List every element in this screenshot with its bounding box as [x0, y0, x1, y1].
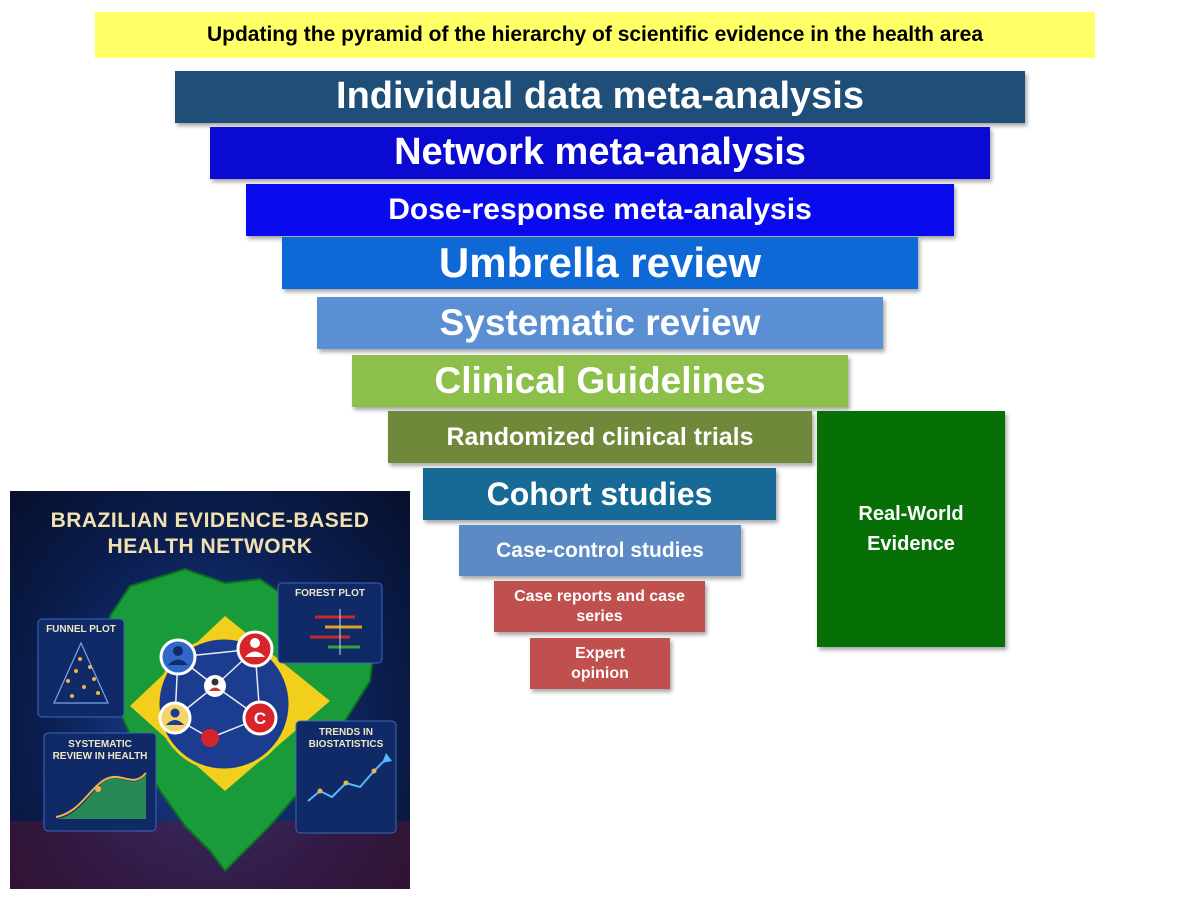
network-poster-image: C BRAZILIAN EVIDENC: [10, 491, 410, 889]
systematic-line2: REVIEW IN HEALTH: [52, 750, 148, 762]
trends-line1: TRENDS IN: [319, 727, 373, 738]
poster-title-line1: BRAZILIAN EVIDENCE-BASED: [50, 509, 370, 532]
tier-case-control-studies: Case-control studies: [459, 525, 741, 576]
tier-label: Case reports and case series: [514, 588, 685, 625]
network-node-letter: [242, 700, 278, 736]
tier-expert-opinion: Expert opinion: [530, 638, 670, 689]
forest-plot-card: [277, 582, 383, 664]
tier-individual-data-meta-analysis: Individual data meta-analysis: [175, 71, 1025, 123]
tier-case-reports-and-case-series: Case reports and case series: [494, 581, 705, 632]
tier-randomized-clinical-trials: Randomized clinical trials: [388, 411, 812, 463]
tier-label: Umbrella review: [438, 238, 762, 286]
network-node-letter-text: C: [254, 709, 266, 728]
tier-label: Case-control studies: [496, 538, 704, 562]
tier-umbrella-review: Umbrella review: [282, 237, 918, 289]
tier-label: Individual data meta-analysis: [336, 75, 864, 118]
tier-label: Systematic review: [439, 301, 761, 343]
tier-cohort-studies: Cohort studies: [423, 468, 776, 520]
network-node-user-left: [158, 701, 192, 735]
poster-title: BRAZILIAN EVIDENCE-BASED HEALTH NETWORK: [10, 509, 410, 559]
tier-label: Cohort studies: [486, 475, 713, 512]
rwe-line1: Real-World: [858, 503, 964, 525]
poster-title-line2: HEALTH NETWORK: [107, 535, 313, 558]
real-world-evidence-box: Real-World Evidence: [817, 411, 1005, 647]
trends-label: TRENDS IN BIOSTATISTICS: [296, 727, 396, 750]
systematic-review-label: SYSTEMATIC REVIEW IN HEALTH: [44, 739, 156, 762]
network-node-user: [159, 638, 197, 676]
funnel-plot-label: FUNNEL PLOT: [46, 624, 116, 635]
trends-line2: BIOSTATISTICS: [308, 738, 384, 750]
tier-label: Network meta-analysis: [394, 131, 806, 174]
forest-plot-label: FOREST PLOT: [295, 588, 365, 599]
network-node-user-red: [236, 630, 274, 668]
tier-label: Clinical Guidelines: [434, 359, 766, 401]
tier-network-meta-analysis: Network meta-analysis: [210, 127, 990, 179]
tier-label: Dose-response meta-analysis: [388, 193, 812, 226]
tier-clinical-guidelines: Clinical Guidelines: [352, 355, 848, 407]
poster-artwork: C: [10, 491, 410, 889]
page-title: Updating the pyramid of the hierarchy of…: [95, 12, 1095, 58]
tier-systematic-review: Systematic review: [317, 297, 883, 349]
rwe-line2: Evidence: [867, 533, 955, 555]
funnel-plot-card: [37, 618, 125, 718]
trends-card: [295, 720, 397, 834]
network-node-center: [204, 675, 226, 697]
network-node-small: [201, 729, 219, 747]
tier-label: Randomized clinical trials: [446, 423, 754, 451]
tier-dose-response-meta-analysis: Dose-response meta-analysis: [246, 184, 954, 236]
systematic-line1: SYSTEMATIC: [68, 739, 132, 750]
tier-label: Expert opinion: [571, 645, 629, 682]
page-title-text: Updating the pyramid of the hierarchy of…: [206, 23, 983, 46]
